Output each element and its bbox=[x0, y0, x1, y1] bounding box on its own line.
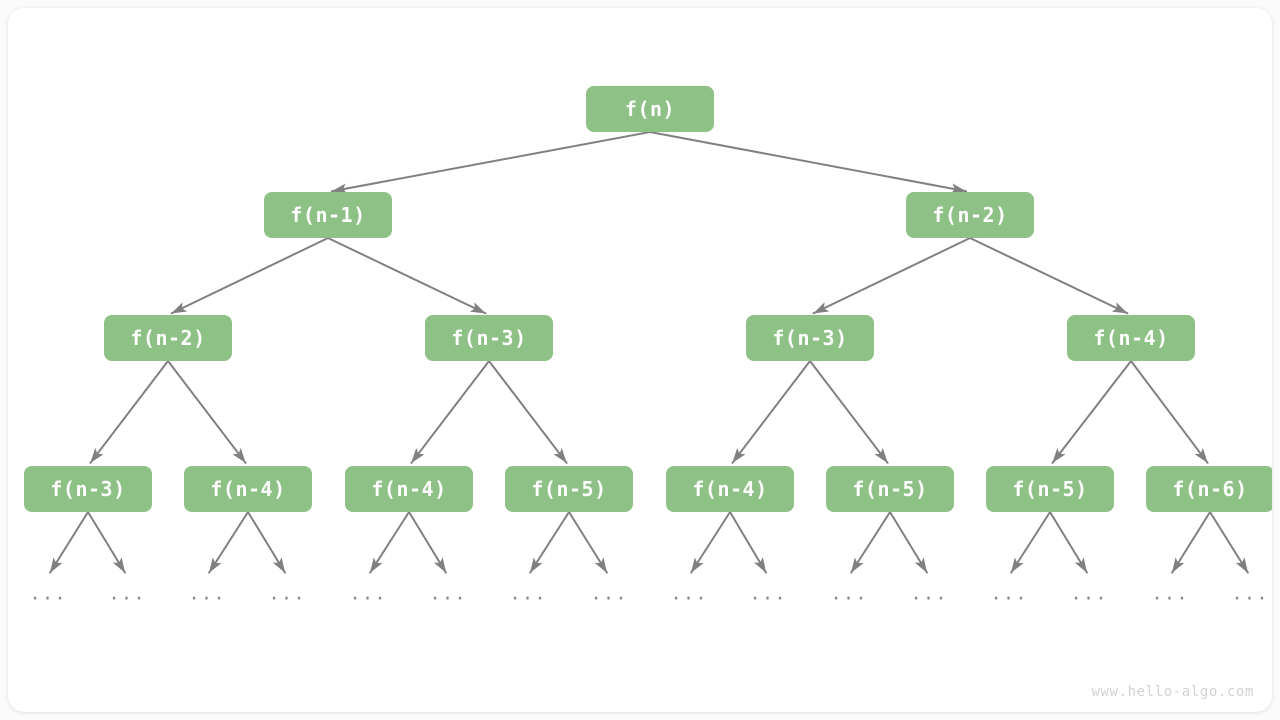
tree-edge bbox=[410, 360, 490, 464]
tree-edge bbox=[89, 360, 169, 464]
tree-node: f(n-4) bbox=[1067, 315, 1195, 361]
tree-node: f(n-5) bbox=[826, 466, 954, 512]
leaf-edge bbox=[1049, 511, 1088, 574]
ellipsis-marker: ... bbox=[830, 582, 868, 605]
leaf-edge bbox=[1209, 511, 1249, 574]
tree-node: f(n-1) bbox=[264, 192, 392, 238]
tree-node: f(n-2) bbox=[104, 315, 232, 361]
ellipsis-marker: ... bbox=[429, 582, 467, 605]
leaf-edges bbox=[49, 511, 1249, 574]
ellipsis-marker: ... bbox=[670, 582, 708, 605]
tree-node: f(n-3) bbox=[746, 315, 874, 361]
recursion-tree-diagram: f(n) f(n-1) f(n-2) f(n-2) f(n-3) f(n-3) f(n-4)… bbox=[8, 8, 1272, 712]
tree-node: f(n-4) bbox=[184, 466, 312, 512]
ellipsis-marker: ... bbox=[108, 582, 146, 605]
tree-node: f(n-2) bbox=[906, 192, 1034, 238]
ellipsis-marker: ... bbox=[509, 582, 547, 605]
tree-edge bbox=[167, 360, 247, 464]
ellipsis-marker: ... bbox=[1070, 582, 1108, 605]
tree-edge bbox=[1051, 360, 1132, 464]
tree-edge bbox=[969, 237, 1129, 315]
tree-edges bbox=[89, 131, 1209, 464]
leaf-edge bbox=[529, 511, 570, 574]
tree-node: f(n-5) bbox=[986, 466, 1114, 512]
leaf-edge bbox=[408, 511, 447, 574]
ellipsis-marker: ... bbox=[349, 582, 387, 605]
tree-node: f(n-5) bbox=[505, 466, 633, 512]
leaf-edge bbox=[369, 511, 410, 574]
ellipsis-marker: ... bbox=[590, 582, 628, 605]
leaf-edge bbox=[87, 511, 126, 574]
tree-node: f(n-4) bbox=[666, 466, 794, 512]
leaf-edge bbox=[1171, 511, 1211, 574]
leaf-edge bbox=[208, 511, 249, 574]
leaf-edge bbox=[729, 511, 767, 574]
ellipsis-marker: ... bbox=[749, 582, 787, 605]
leaf-edge bbox=[568, 511, 608, 574]
watermark: www.hello-algo.com bbox=[1091, 684, 1254, 700]
leaf-edge bbox=[850, 511, 891, 574]
tree-node: f(n-3) bbox=[24, 466, 152, 512]
tree-node: f(n) bbox=[586, 86, 714, 132]
ellipsis-marker: ... bbox=[910, 582, 948, 605]
tree-edge bbox=[170, 237, 329, 315]
ellipsis-marker: ... bbox=[29, 582, 67, 605]
leaf-edge bbox=[247, 511, 286, 574]
ellipsis-marker: ... bbox=[1151, 582, 1189, 605]
tree-node: f(n-3) bbox=[425, 315, 553, 361]
ellipsis-marker: ... bbox=[268, 582, 306, 605]
tree-edge bbox=[649, 131, 968, 194]
tree-edge bbox=[809, 360, 889, 464]
tree-node: f(n-4) bbox=[345, 466, 473, 512]
tree-edge bbox=[327, 237, 487, 315]
leaf-edge bbox=[1010, 511, 1051, 574]
tree-edge bbox=[1130, 360, 1209, 464]
tree-edge bbox=[330, 131, 651, 194]
diagram-card: f(n) f(n-1) f(n-2) f(n-2) f(n-3) f(n-3) f(n-4)… bbox=[8, 8, 1272, 712]
tree-node: f(n-6) bbox=[1146, 466, 1272, 512]
leaf-edge bbox=[889, 511, 928, 574]
ellipsis-marker: ... bbox=[990, 582, 1028, 605]
leaf-edge bbox=[49, 511, 89, 574]
leaf-edge bbox=[690, 511, 731, 574]
tree-edge bbox=[812, 237, 971, 315]
tree-edge bbox=[731, 360, 811, 464]
ellipsis-marker: ... bbox=[188, 582, 226, 605]
tree-edge bbox=[488, 360, 568, 464]
ellipsis-marker: ... bbox=[1231, 582, 1269, 605]
